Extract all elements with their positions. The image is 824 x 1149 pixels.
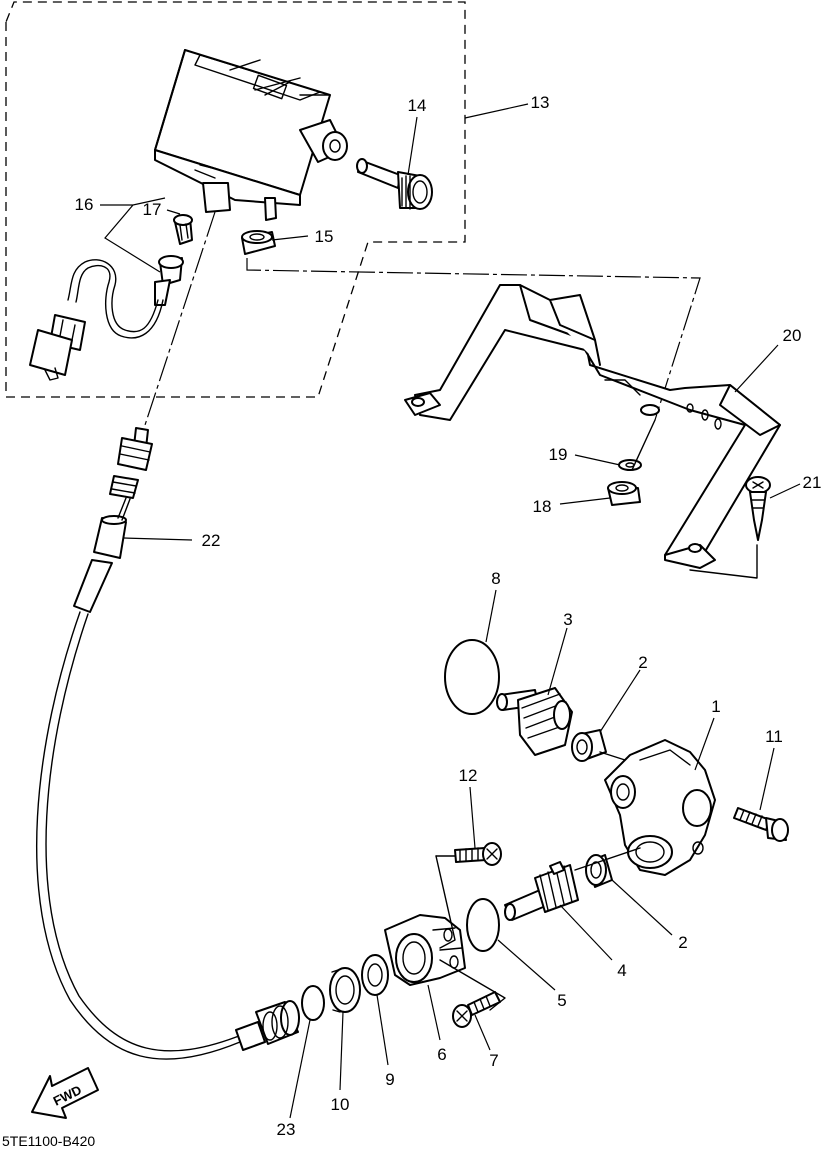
callout-2-upper: 2 xyxy=(638,653,647,672)
meter-cable-part-22 xyxy=(35,427,245,1060)
leader-6 xyxy=(427,984,441,1041)
leader-10 xyxy=(339,1011,344,1091)
leader-22 xyxy=(123,537,193,541)
leader-9 xyxy=(376,994,389,1066)
ref-line-screw-7 xyxy=(439,959,506,1011)
leader-18 xyxy=(559,497,611,505)
bushing-part-2-upper xyxy=(571,729,607,762)
leader-7 xyxy=(474,1014,491,1051)
leader-16 xyxy=(100,197,166,273)
ref-line-case-gear xyxy=(574,847,641,871)
screw-part-12 xyxy=(454,842,502,866)
callout-2-lower: 2 xyxy=(678,933,687,952)
callout-22: 22 xyxy=(202,531,221,550)
meter-socket-a xyxy=(202,182,231,213)
callout-17: 17 xyxy=(143,200,162,219)
callout-9: 9 xyxy=(385,1070,394,1089)
callout-3: 3 xyxy=(563,610,572,629)
callout-4: 4 xyxy=(617,961,626,980)
leader-3 xyxy=(547,627,568,696)
leader-17 xyxy=(166,209,181,215)
nut-part-18 xyxy=(607,481,641,506)
meter-unit-part-13 xyxy=(154,49,348,206)
leader-4 xyxy=(559,904,613,961)
leader-1 xyxy=(694,717,715,771)
gear-housing-part-6 xyxy=(384,914,466,986)
leader-23 xyxy=(289,1019,311,1119)
bracket-part-20 xyxy=(404,284,781,569)
oil-seal-part-10 xyxy=(329,967,361,1013)
callout-11: 11 xyxy=(765,727,783,746)
callout-14: 14 xyxy=(408,96,427,115)
bulb-part-17 xyxy=(173,214,193,245)
washer-part-19 xyxy=(618,459,642,471)
driven-gear-part-4 xyxy=(504,861,579,921)
callout-23: 23 xyxy=(277,1120,296,1139)
clip-screw-part-21 xyxy=(745,476,771,541)
drive-gear-part-3 xyxy=(496,687,573,756)
leader-14 xyxy=(407,116,418,176)
callout-21: 21 xyxy=(803,473,822,492)
callout-6: 6 xyxy=(437,1045,446,1064)
callout-7: 7 xyxy=(489,1051,498,1070)
leader-13 xyxy=(464,103,529,119)
o-ring-part-5 xyxy=(466,898,500,952)
meter-socket-b xyxy=(264,197,277,221)
leader-11 xyxy=(759,747,775,811)
ref-line-clip xyxy=(689,544,758,579)
callout-1: 1 xyxy=(711,697,720,716)
leader-20 xyxy=(734,344,779,393)
bushing-part-2-lower xyxy=(585,854,613,888)
callout-18: 18 xyxy=(533,497,552,516)
callout-8: 8 xyxy=(491,569,500,588)
callout-15: 15 xyxy=(315,227,334,246)
callout-5: 5 xyxy=(557,991,566,1010)
callout-13: 13 xyxy=(531,93,550,112)
o-ring-part-8 xyxy=(444,639,500,715)
fwd-arrow-icon: FWD xyxy=(31,1067,99,1119)
leader-2-upper xyxy=(599,669,641,733)
trip-knob-part-14 xyxy=(356,158,433,210)
bolt-part-11 xyxy=(733,807,789,842)
leader-5 xyxy=(497,939,556,991)
assembly-13-boundary xyxy=(5,1,466,398)
ref-line-grommet-bracket xyxy=(246,258,701,421)
leader-2-lower xyxy=(611,879,673,936)
socket-harness-part-16 xyxy=(29,255,184,381)
leader-19 xyxy=(574,454,621,466)
callout-10: 10 xyxy=(331,1095,350,1114)
leader-8 xyxy=(485,589,497,643)
diagram-code: 5TE1100-B420 xyxy=(2,1133,95,1149)
callout-20: 20 xyxy=(783,326,802,345)
grommet-part-15 xyxy=(241,230,276,255)
o-ring-part-23 xyxy=(301,985,325,1021)
callout-19: 19 xyxy=(549,445,568,464)
leader-12 xyxy=(469,786,476,849)
cable-end-part-23 xyxy=(235,1000,300,1051)
washer-part-9 xyxy=(361,954,389,996)
ref-line-washer xyxy=(631,419,656,471)
screw-part-7 xyxy=(452,991,501,1028)
leader-15 xyxy=(271,235,309,241)
callout-12: 12 xyxy=(459,766,478,785)
callout-16: 16 xyxy=(75,195,94,214)
leader-21 xyxy=(769,483,801,499)
gear-case-part-1 xyxy=(604,739,716,876)
ref-line-screw-12 xyxy=(435,855,456,949)
